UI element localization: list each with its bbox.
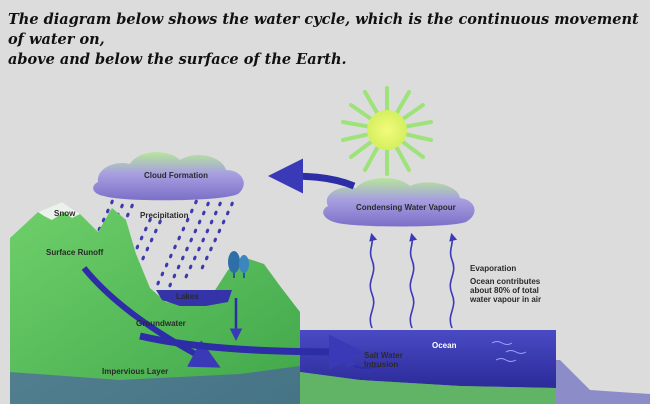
ocean: [300, 330, 556, 388]
label-ocean: Ocean: [432, 341, 457, 350]
label-evaporation: Evaporation: [470, 264, 516, 273]
label-cloud-formation: Cloud Formation: [144, 171, 208, 180]
rain-drop: [189, 237, 193, 243]
label-salt-water: Salt Water: [364, 351, 403, 360]
sun-icon: [341, 86, 433, 176]
rain-drop: [226, 210, 230, 216]
land-mass: [10, 202, 300, 404]
rain-drop: [169, 253, 173, 259]
rain-drop: [209, 219, 214, 225]
rain-drop: [154, 228, 158, 234]
label-lakes: Lakes: [176, 292, 199, 301]
rain-drop: [218, 201, 222, 207]
cloud-formation-cloud: [93, 152, 244, 201]
groundwater-flow-arrow: [81, 266, 221, 368]
label-intrusion: Intrusion: [364, 360, 398, 369]
rain-drop: [126, 212, 130, 218]
rain-drop: [160, 271, 165, 277]
rain-drop: [141, 255, 145, 261]
label-impervious-layer: Impervious Layer: [102, 367, 168, 376]
rain-drop: [209, 246, 213, 252]
rain-drop: [217, 228, 222, 234]
rain-drop: [176, 264, 181, 270]
condensing-cloud: [323, 177, 475, 227]
rain-drop: [193, 255, 197, 261]
evaporation-arrows: [369, 232, 458, 329]
ocean-waves: [491, 341, 527, 362]
label-snow: Snow: [54, 209, 76, 218]
vapour-to-cloud-arrow: [268, 158, 356, 194]
rain-drop: [202, 210, 206, 216]
rain-drop: [188, 264, 193, 270]
label-ocean-note-2: about 80% of total: [470, 286, 539, 295]
rain-drop: [214, 210, 218, 216]
rain-drop: [164, 262, 169, 268]
rain-drop: [139, 235, 144, 241]
tree-icon: [228, 251, 249, 278]
rain-drop: [197, 219, 202, 225]
rain-drop: [184, 273, 189, 279]
label-ocean-note-1: Ocean contributes: [470, 277, 541, 286]
rain-drop: [130, 203, 134, 209]
rain-drop: [185, 217, 190, 223]
rain-drop: [120, 203, 124, 209]
rain-drop: [156, 280, 160, 286]
label-ocean-note-3: water vapour in air: [469, 295, 541, 304]
rain-drop: [173, 244, 177, 250]
rain-drop: [177, 235, 181, 241]
rain-drop: [181, 226, 186, 232]
label-condensing-water-vapour: Condensing Water Vapour: [356, 203, 456, 212]
snow-cap: [38, 202, 80, 220]
rain-drop: [148, 217, 152, 223]
label-groundwater: Groundwater: [136, 319, 186, 328]
rain-drop: [145, 246, 150, 252]
rain-drop: [168, 282, 172, 288]
rain-drop: [197, 246, 201, 252]
rain-drop: [206, 201, 210, 207]
rain-drop: [190, 208, 194, 214]
heading-line-2: above and below the surface of the Earth…: [8, 51, 347, 68]
rain-drop: [158, 219, 162, 225]
ocean-shelf: [300, 372, 556, 404]
rain-drop: [213, 237, 217, 243]
rain-drop: [205, 255, 209, 261]
rain-drop: [110, 199, 114, 205]
rain-drop: [193, 228, 198, 234]
rain-drop: [135, 244, 140, 250]
lake: [156, 290, 232, 306]
rain-drop: [194, 199, 198, 205]
diagram-heading: The diagram below shows the water cycle,…: [8, 10, 648, 70]
rain-drop: [221, 219, 226, 225]
rain-drop: [185, 246, 189, 252]
rain-drop: [181, 255, 185, 261]
rain-drop: [172, 273, 177, 279]
rain-drop: [205, 228, 210, 234]
label-precipitation: Precipitation: [140, 211, 189, 220]
heading-line-1: The diagram below shows the water cycle,…: [8, 11, 639, 48]
rain-drop: [106, 208, 110, 214]
rain-drop: [149, 237, 154, 243]
groundwater-to-ocean-arrow: [139, 332, 364, 370]
rain-drop: [230, 201, 234, 207]
rain-drop: [201, 237, 205, 243]
salt-water-arrow: [346, 356, 381, 369]
rain-drop: [144, 226, 148, 232]
rain-drop: [200, 264, 205, 270]
label-surface-runoff: Surface Runoff: [46, 248, 104, 257]
